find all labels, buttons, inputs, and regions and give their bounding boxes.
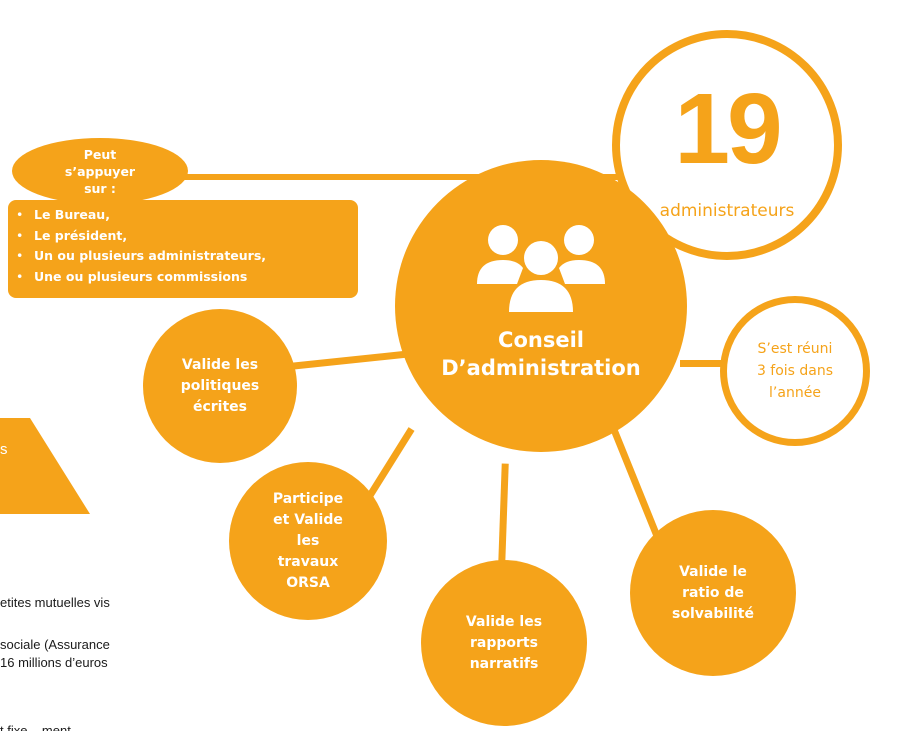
support-bubble-line1: Peut xyxy=(83,146,117,162)
connector-support xyxy=(180,174,620,180)
role-orsa-line1: Participe xyxy=(272,490,344,507)
role-orsa-line3: les xyxy=(296,532,320,549)
role-solvabilite-line2: ratio de xyxy=(682,584,744,601)
role-orsa-line5: ORSA xyxy=(286,574,330,591)
support-bubble-line3: sur : xyxy=(84,180,116,196)
meetings-line1: S’est réuni xyxy=(757,341,833,357)
administrator-count-label: administrateurs xyxy=(659,201,795,221)
support-list: Le Bureau, Le président, Un ou plusieurs… xyxy=(8,205,358,287)
role-politiques-line2: politiques xyxy=(180,377,260,394)
list-item: Le Bureau, xyxy=(8,205,358,226)
role-orsa-line2: et Valide xyxy=(273,511,343,528)
meetings-circle: S’est réuni 3 fois dans l’année xyxy=(720,296,870,446)
support-list-box: Le Bureau, Le président, Un ou plusieurs… xyxy=(8,200,358,298)
meetings-line2: 3 fois dans xyxy=(756,363,834,379)
body-text-line4: t fixe ...ment ... xyxy=(0,724,85,731)
left-triangle-shape xyxy=(0,418,90,514)
people-group-icon xyxy=(477,225,605,312)
role-solvabilite-line1: Valide le xyxy=(679,563,747,580)
board-circle: Conseil D’administration xyxy=(395,160,687,452)
role-solvabilite-line3: solvabilité xyxy=(672,605,754,622)
role-politiques-line1: Valide les xyxy=(181,356,259,373)
role-rapports-line3: narratifs xyxy=(469,655,539,672)
role-bubble-politiques: Valide les politiques écrites xyxy=(143,309,297,463)
role-bubble-orsa: Participe et Valide les travaux ORSA xyxy=(229,462,387,620)
list-item: Un ou plusieurs administrateurs, xyxy=(8,246,358,267)
body-text-line3: 16 millions d’euros xyxy=(0,655,108,670)
role-bubble-solvabilite: Valide le ratio de solvabilité xyxy=(630,510,796,676)
role-bubble-rapports: Valide les rapports narratifs xyxy=(421,560,587,726)
body-text-line2: sociale (Assurance xyxy=(0,637,110,652)
connector-meetings xyxy=(680,360,740,367)
list-item: Une ou plusieurs commissions xyxy=(8,267,358,288)
support-bubble-line2: s’appuyer xyxy=(64,163,136,179)
role-rapports-line2: rapports xyxy=(470,634,538,651)
triangle-text: s xyxy=(0,441,8,458)
board-title-line2: D’administration xyxy=(441,356,641,380)
role-politiques-line3: écrites xyxy=(192,398,248,415)
list-item: Le président, xyxy=(8,226,358,247)
role-orsa-line4: travaux xyxy=(277,553,339,570)
role-rapports-line1: Valide les xyxy=(465,613,543,630)
support-bubble: Peut s’appuyer sur : xyxy=(12,138,188,204)
body-text-line1: etites mutuelles vis xyxy=(0,595,110,610)
administrator-count-number: 19 xyxy=(674,73,782,185)
administrator-count-circle: 19 administrateurs xyxy=(612,30,842,260)
meetings-line3: l’année xyxy=(769,385,821,401)
board-title-line1: Conseil xyxy=(498,328,584,352)
